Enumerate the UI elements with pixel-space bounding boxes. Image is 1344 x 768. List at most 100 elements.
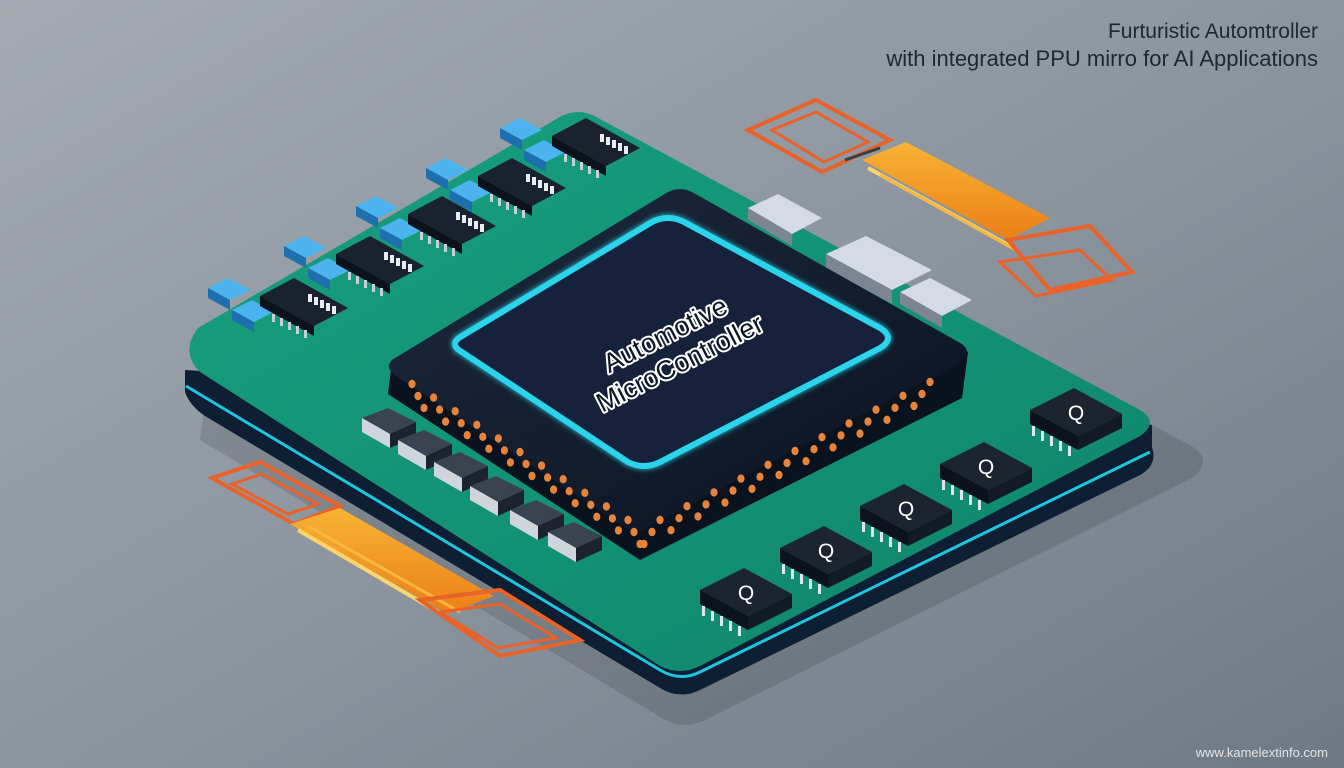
pin-dot [522, 459, 530, 469]
small-component [398, 430, 452, 470]
pin-dot [918, 389, 926, 399]
pin-dot [420, 403, 428, 413]
ic-marking: Q [978, 456, 994, 479]
pin-dot [451, 407, 459, 416]
pin-dot [571, 499, 579, 508]
small-component-row [362, 408, 602, 562]
side-connectors [748, 194, 972, 328]
pin-dot [656, 515, 664, 525]
pin-dot [538, 461, 546, 470]
ic-chip: Q [780, 526, 872, 594]
pin-dot [883, 415, 891, 424]
pin-dot [675, 514, 683, 523]
small-component [548, 522, 602, 562]
pin-dot [764, 460, 772, 469]
pin-dot [910, 401, 918, 411]
pin-dot [608, 514, 617, 523]
pin-dot [614, 526, 623, 535]
pin-dot [516, 447, 524, 457]
pin-dot [872, 405, 880, 414]
pcb-edge-highlight [185, 384, 1151, 678]
heat-pipe-left [207, 459, 586, 659]
ic-marking: Q [1068, 402, 1084, 425]
pin-dot [810, 445, 818, 454]
pin-dot [430, 393, 438, 402]
pin-dot [559, 475, 567, 484]
ic-marking: Q [898, 498, 914, 521]
pin-dot [550, 485, 558, 494]
capacitor-module [284, 236, 424, 296]
pin-dot [926, 377, 934, 387]
pin-dot [899, 391, 907, 400]
pin-dot [737, 474, 745, 483]
pin-dot [667, 526, 675, 535]
ic-row-right: Q Q Q Q Q [700, 388, 1122, 636]
pin-dot [565, 487, 573, 496]
pin-dot [829, 443, 837, 452]
pin-dot [587, 500, 595, 509]
pin-dot [783, 458, 791, 468]
pin-dot [802, 457, 810, 466]
capacitor-module [500, 118, 640, 178]
pin-dot [479, 432, 487, 441]
pin-dot [630, 527, 638, 537]
ic-chip: Q [1030, 388, 1122, 456]
chip-pin-dots [408, 377, 934, 549]
pin-dot [408, 379, 416, 389]
pin-dot [818, 433, 826, 442]
pin-dot [544, 473, 552, 482]
pin-dot [581, 488, 589, 497]
pin-dot [702, 500, 710, 509]
pin-dot [602, 502, 611, 511]
pin-dot [414, 391, 422, 401]
caption-line-1: Furturistic Automtroller [1107, 20, 1318, 43]
pin-dot [864, 417, 872, 426]
pin-dot [756, 472, 764, 481]
pin-dot [729, 486, 737, 495]
caption-title: Furturistic Automtroller with integrated… [886, 18, 1318, 72]
capacitor-module-array [208, 118, 640, 338]
ic-marking: Q [818, 540, 834, 563]
pin-dot [473, 420, 481, 429]
pin-dot [891, 403, 899, 412]
pin-dot [710, 488, 718, 497]
small-component [434, 452, 488, 492]
pin-dot [775, 470, 783, 480]
pin-dot [648, 527, 656, 537]
small-component [510, 500, 564, 540]
pin-dot [457, 419, 465, 428]
pin-dot [856, 429, 864, 438]
capacitor-module [356, 196, 496, 256]
heat-pipe-right [743, 97, 1136, 298]
pin-dot [463, 431, 471, 440]
pin-dot [791, 446, 799, 456]
pin-dot [593, 512, 601, 521]
pin-dot [494, 434, 502, 443]
pin-dot [845, 419, 853, 428]
pin-dot [683, 502, 691, 511]
main-chip: Automotive MicroController [388, 189, 968, 560]
ic-chip: Q [940, 442, 1032, 510]
caption-line-2: with integrated PPU mirro for AI Applica… [886, 46, 1318, 71]
ic-chip: Q [860, 484, 952, 552]
pin-dot [485, 444, 493, 453]
pin-dot [721, 498, 729, 507]
capacitor-module [426, 158, 566, 218]
pin-dot [640, 539, 648, 549]
ic-chip: Q [700, 568, 792, 636]
watermark-text: www.kamelextinfo.com [1195, 745, 1328, 760]
small-component [362, 408, 416, 448]
pin-dot [506, 458, 514, 467]
pin-dot [442, 417, 450, 426]
pin-dot [624, 515, 632, 525]
pin-dot [436, 405, 444, 414]
pin-dot [500, 446, 508, 455]
chip-glow-frame [452, 215, 891, 469]
pin-dot [694, 512, 702, 521]
ic-marking: Q [738, 582, 754, 605]
capacitor-module [208, 278, 348, 338]
pin-dot [528, 471, 536, 481]
pin-dot [837, 431, 845, 440]
pin-dot [748, 484, 756, 493]
